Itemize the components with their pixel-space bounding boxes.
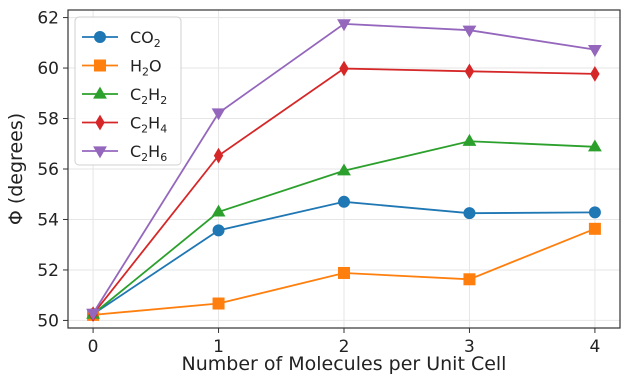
data-point bbox=[590, 66, 600, 82]
data-point bbox=[588, 206, 601, 219]
legend-label: C2H4 bbox=[130, 114, 167, 136]
data-point bbox=[339, 60, 349, 77]
legend-item: H2O bbox=[82, 57, 162, 79]
legend-item: CO2 bbox=[82, 28, 161, 50]
data-point bbox=[462, 133, 477, 146]
data-point bbox=[213, 147, 224, 164]
data-point bbox=[211, 108, 226, 121]
x-tick-label: 0 bbox=[88, 337, 99, 357]
x-tick-label: 1 bbox=[213, 337, 224, 357]
data-point bbox=[212, 224, 225, 237]
legend-marker bbox=[95, 114, 105, 131]
legend-item: C2H4 bbox=[82, 114, 167, 136]
data-point bbox=[338, 195, 350, 208]
y-axis-label: Φ (degrees) bbox=[5, 113, 27, 225]
data-point bbox=[463, 207, 476, 220]
series-4 bbox=[86, 19, 602, 321]
data-point bbox=[588, 222, 601, 235]
y-tick-label: 56 bbox=[37, 160, 59, 180]
data-point bbox=[337, 19, 351, 32]
legend-item: C2H6 bbox=[82, 142, 167, 164]
y-ticks: 50 52 54 56 58 60 62 bbox=[37, 9, 68, 331]
x-tick-label: 3 bbox=[464, 337, 475, 357]
legend-label: C2H2 bbox=[130, 85, 167, 107]
x-axis-label: Number of Molecules per Unit Cell bbox=[182, 353, 507, 375]
y-tick-label: 58 bbox=[37, 110, 59, 130]
series-group bbox=[86, 19, 602, 322]
data-point bbox=[211, 204, 226, 217]
data-point bbox=[462, 25, 477, 38]
series-2 bbox=[86, 133, 602, 319]
data-point bbox=[464, 63, 475, 80]
legend-label: C2H6 bbox=[130, 142, 167, 164]
data-point bbox=[337, 163, 351, 176]
legend-marker bbox=[93, 86, 107, 99]
x-tick-label: 2 bbox=[339, 337, 350, 357]
series-1 bbox=[87, 222, 601, 321]
legend-label: CO2 bbox=[130, 28, 161, 50]
legend-label: H2O bbox=[130, 57, 162, 79]
data-point bbox=[463, 273, 476, 286]
y-tick-label: 60 bbox=[37, 59, 59, 79]
data-point bbox=[587, 139, 602, 152]
data-point bbox=[86, 308, 101, 321]
x-tick-label: 4 bbox=[589, 337, 600, 357]
y-tick-label: 62 bbox=[37, 9, 59, 29]
y-tick-label: 52 bbox=[37, 261, 59, 281]
legend-frame bbox=[74, 16, 182, 166]
data-point bbox=[212, 297, 225, 310]
data-point bbox=[338, 266, 350, 279]
legend-marker bbox=[93, 146, 107, 159]
y-tick-label: 50 bbox=[37, 311, 59, 331]
x-ticks: 0 1 2 3 4 bbox=[88, 328, 600, 357]
legend-item: C2H2 bbox=[82, 85, 167, 107]
legend-marker bbox=[94, 59, 106, 72]
data-point bbox=[587, 44, 602, 57]
legend-marker bbox=[94, 31, 106, 43]
y-tick-label: 54 bbox=[37, 210, 59, 230]
